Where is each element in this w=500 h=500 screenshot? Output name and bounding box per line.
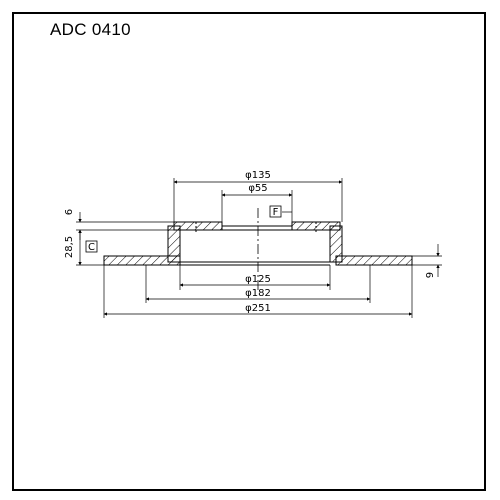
label-d251: φ251: [245, 303, 271, 314]
dimension-lines: [78, 180, 440, 316]
label-h6: 6: [64, 209, 75, 215]
drawing-frame: [12, 12, 486, 491]
dimension-labels: φ135 φ55 φ125 φ182 φ251 6 28,5 9: [64, 170, 436, 314]
label-d55: φ55: [248, 183, 267, 194]
label-d182: φ182: [245, 288, 271, 299]
marker-f-label: F: [273, 207, 279, 218]
part-number-title: ADC 0410: [50, 20, 131, 39]
hat-wall-left: [167, 225, 181, 263]
label-h9: 9: [425, 272, 436, 278]
friction-ring-right: [335, 255, 413, 266]
label-d125: φ125: [245, 274, 271, 285]
hat-wall-right: [329, 225, 343, 263]
label-d135: φ135: [245, 170, 271, 181]
label-h28-5: 28,5: [64, 236, 75, 258]
disc-section: [103, 221, 413, 266]
marker-c-box: [85, 240, 98, 253]
marker-f-box: [269, 205, 282, 218]
marker-c-label: C: [88, 242, 95, 253]
hat-top-left: [173, 221, 223, 231]
reference-markers: F C: [85, 205, 282, 253]
